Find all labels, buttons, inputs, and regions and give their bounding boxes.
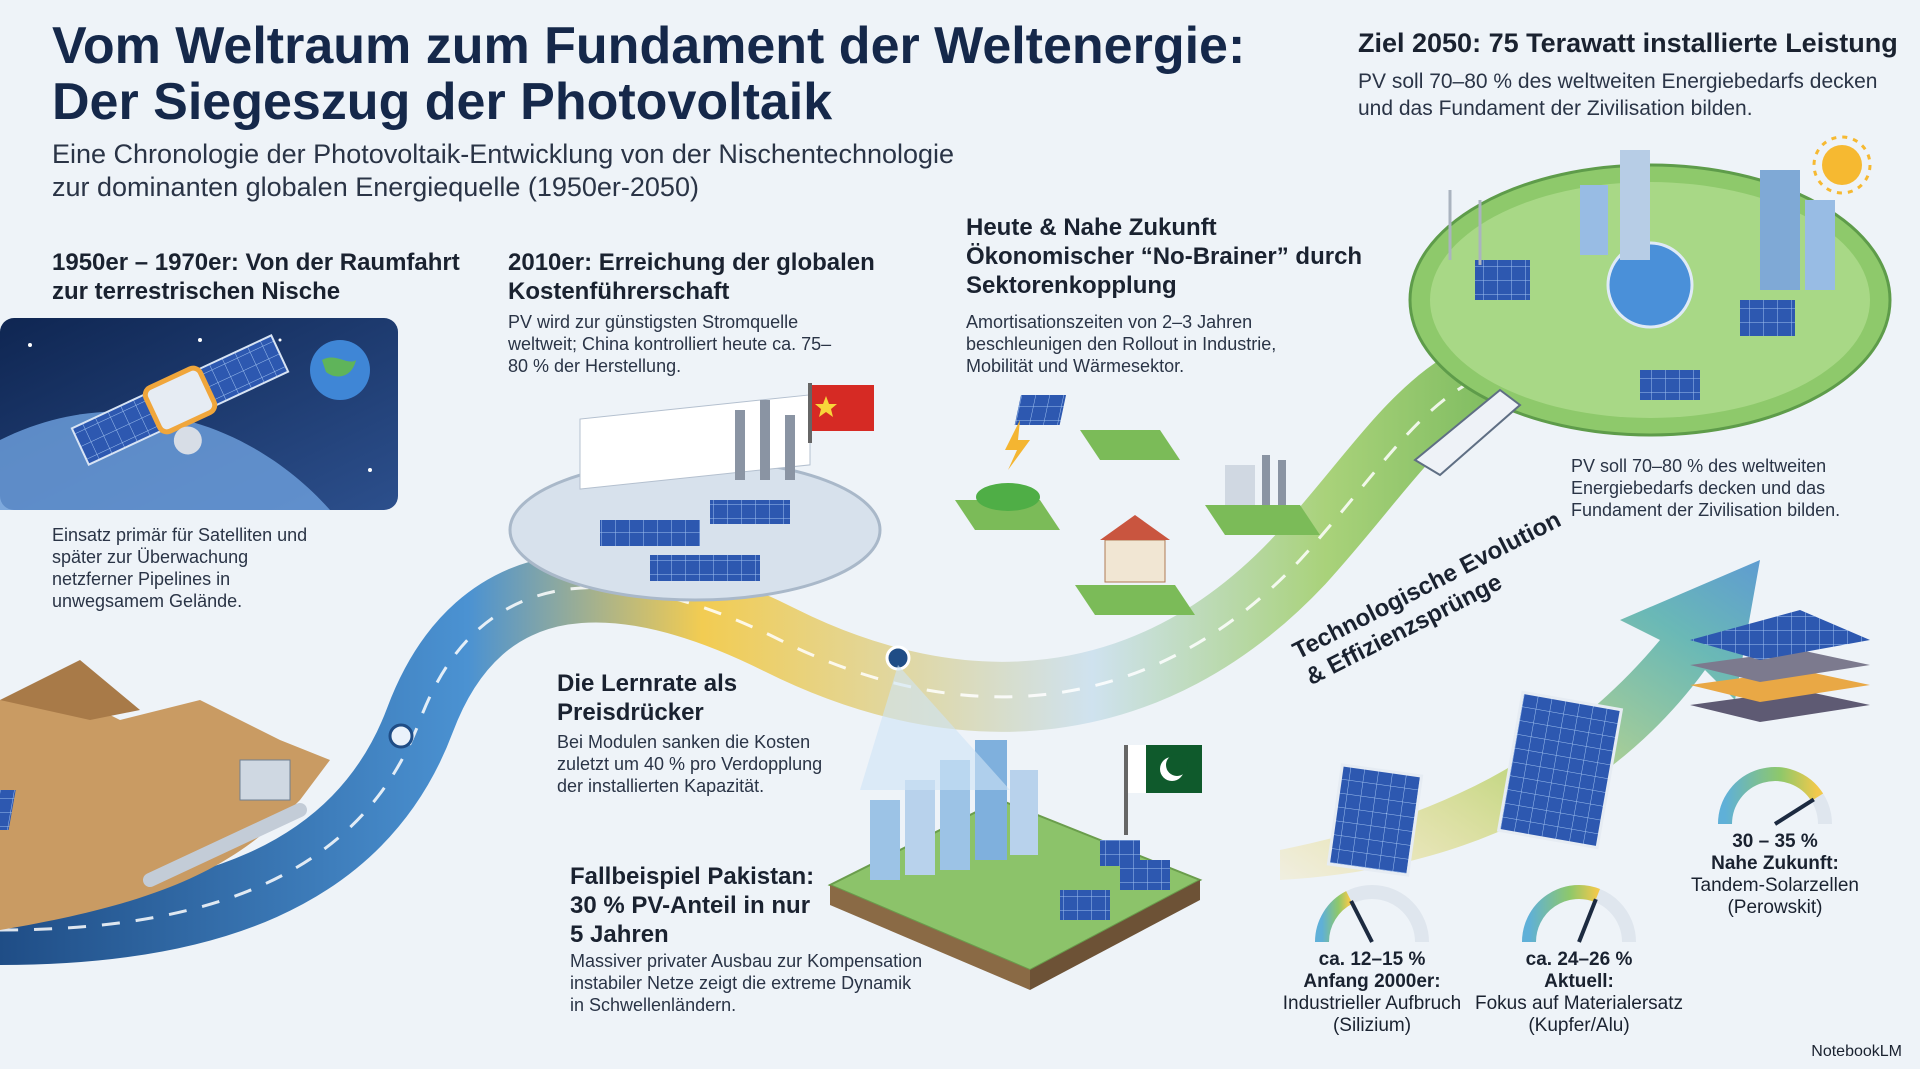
sector-coupling-scene — [955, 395, 1320, 615]
learning-rate-heading: Die Lernrate als Preisdrücker — [557, 670, 738, 726]
desert-scene — [0, 690, 330, 930]
gauge-early-2000s: ca. 12–15 % Anfang 2000er: Industrieller… — [1267, 884, 1477, 1037]
goal-text: PV soll 70–80 % des weltweiten Energiebe… — [1358, 70, 1878, 120]
gauge-fill — [1718, 767, 1824, 825]
gauge-meter-icon — [1314, 885, 1429, 943]
gauge-era: Aktuell: — [1544, 971, 1614, 992]
today-text: Amortisationszeiten von 2–3 Jahren besch… — [966, 312, 1277, 376]
train-icon — [1413, 388, 1522, 477]
goal-heading: Ziel 2050: 75 Terawatt installierte Leis… — [1358, 28, 1898, 58]
gauge-meter-icon — [1718, 767, 1832, 826]
future-city-text: PV soll 70–80 % des weltweiten Energiebe… — [1571, 456, 1841, 520]
today-heading: Heute & Nahe Zukunft Ökonomischer “No-Br… — [966, 213, 1366, 300]
satellite-icon — [70, 334, 290, 466]
gauge-era: Nahe Zukunft: — [1711, 853, 1839, 874]
gauge-description: Tandem-Solarzellen — [1691, 875, 1859, 896]
page-subtitle: Eine Chronologie der Photovoltaik-Entwic… — [52, 138, 1052, 204]
subtitle-line-2: zur dominanten globalen Energiequelle (1… — [52, 172, 699, 202]
title-line-2: Der Siegeszug der Photovoltaik — [52, 73, 833, 131]
gauge-current: ca. 24–26 % Aktuell: Fokus auf Materiale… — [1469, 884, 1689, 1037]
gauge-value: 30 – 35 % — [1732, 831, 1818, 852]
pakistan-text: Massiver privater Ausbau zur Kompensatio… — [570, 951, 923, 1015]
gauge-material: (Silizium) — [1332, 1015, 1412, 1036]
gauge-near-future: 30 – 35 % Nahe Zukunft: Tandem-Solarzell… — [1675, 766, 1875, 919]
gauge-needle — [1349, 900, 1374, 943]
sun-icon — [1812, 135, 1872, 195]
gauge-description: Industrieller Aufbruch — [1282, 993, 1462, 1014]
today-heading-line-1: Heute & Nahe Zukunft — [966, 214, 1217, 241]
era-1950-text: Einsatz primär für Satelliten und später… — [52, 525, 308, 611]
gauge-value: ca. 12–15 % — [1318, 949, 1426, 970]
page-title: Vom Weltraum zum Fundament der Weltenerg… — [52, 18, 1252, 130]
title-line-1: Vom Weltraum zum Fundament der Weltenerg… — [52, 17, 1246, 75]
gauge-material: (Kupfer/Alu) — [1528, 1015, 1630, 1036]
gauge-value: ca. 24–26 % — [1525, 949, 1633, 970]
solar-panel-icon — [1326, 763, 1424, 877]
gauge-fill — [1314, 891, 1353, 943]
solar-panel-icon — [1496, 690, 1624, 850]
era-1950-heading: 1950er – 1970er: Von der Raumfahrt zur t… — [52, 249, 460, 305]
china-flag-icon — [812, 385, 874, 431]
gauge-description: Fokus auf Materialersatz — [1474, 993, 1684, 1014]
brand-label: NotebookLM — [1811, 1043, 1902, 1060]
gauge-material: (Perowskit) — [1727, 897, 1823, 918]
subtitle-line-1: Eine Chronologie der Photovoltaik-Entwic… — [52, 139, 955, 169]
gauge-needle — [1577, 898, 1598, 943]
gauge-era: Anfang 2000er: — [1303, 971, 1441, 992]
gauge-meter-icon — [1522, 885, 1636, 943]
pakistan-flag-icon — [1128, 745, 1202, 793]
era-2010-heading: 2010er: Erreichung der globalen Kostenfü… — [508, 249, 875, 305]
gauge-needle — [1773, 797, 1815, 826]
learning-rate-text: Bei Modulen sanken die Kosten zuletzt um… — [557, 732, 823, 796]
gauge-fill — [1522, 885, 1600, 943]
tandem-cell-icon — [1690, 610, 1870, 722]
era-2010-text: PV wird zur günstigsten Stromquelle welt… — [508, 312, 832, 376]
today-heading-line-2: Ökonomischer “No-Brainer” durch Sektoren… — [966, 243, 1363, 299]
pakistan-heading: Fallbeispiel Pakistan: 30 % PV-Anteil in… — [570, 863, 815, 948]
